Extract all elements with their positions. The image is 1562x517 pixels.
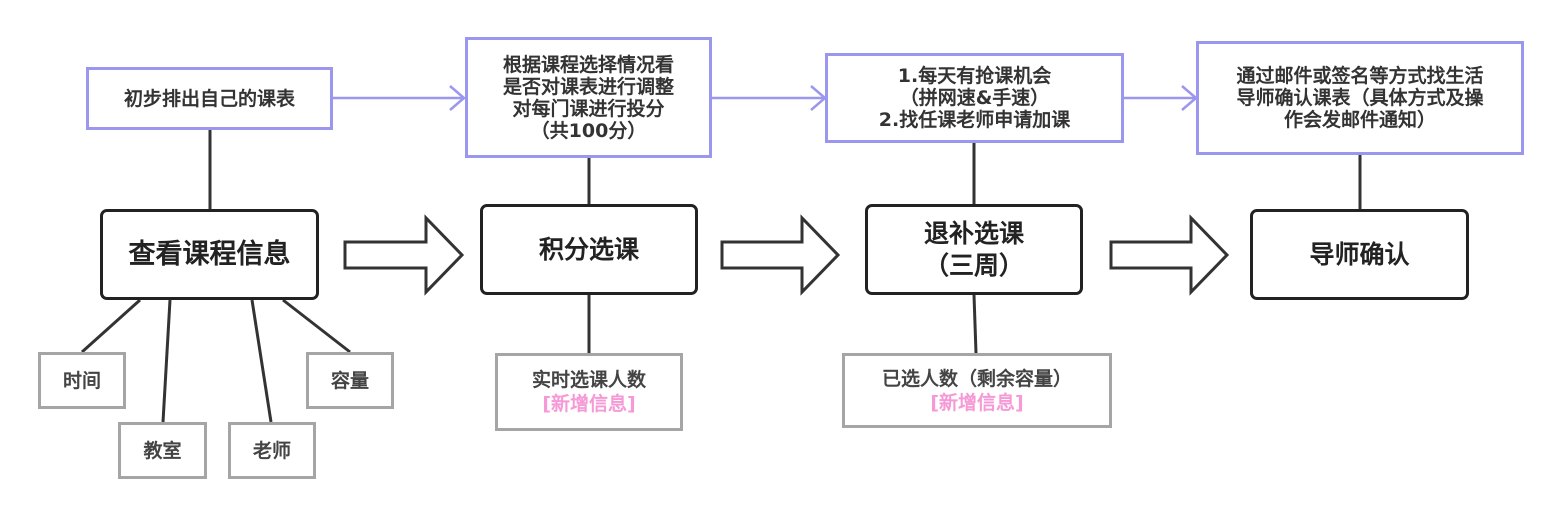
note-text: 作会发邮件通知） <box>1283 109 1436 131</box>
info-label: 时间 <box>62 369 101 392</box>
hollow-arrow-icon <box>720 214 841 296</box>
note-text: 导师确认课表（具体方式及操 <box>1236 87 1484 109</box>
info-capacity: 容量 <box>306 352 394 409</box>
note-text: 对每门课进行投分 <box>512 97 665 120</box>
connector-line <box>282 298 351 354</box>
connector-line <box>250 299 273 423</box>
info-label: 已选人数（剩余容量） <box>881 367 1072 390</box>
info-label: 教室 <box>143 439 182 462</box>
hollow-arrow-icon <box>1109 214 1230 296</box>
hollow-arrow-icon <box>343 214 465 296</box>
note-add-drop-tips: 1.每天有抢课机会 （拼网速&手速） 2.找任课老师申请加课 <box>825 53 1124 143</box>
stage-points-selection: 积分选课 <box>480 204 698 295</box>
stage-label: （三周） <box>923 250 1024 280</box>
info-teacher: 老师 <box>228 422 316 479</box>
note-text: 通过邮件或签名等方式找生活 <box>1236 65 1484 87</box>
note-text: （共100分） <box>530 119 647 142</box>
stage-advisor-confirmation: 导师确认 <box>1250 209 1469 300</box>
note-text: 1.每天有抢课机会 <box>897 65 1052 87</box>
stage-label: 积分选课 <box>538 234 639 264</box>
purple-arrow-icon <box>711 85 827 111</box>
stage-label: 查看课程信息 <box>128 238 291 270</box>
purple-arrow-icon <box>333 85 466 111</box>
info-label: 容量 <box>330 369 369 392</box>
stage-label: 退补选课 <box>923 218 1024 248</box>
purple-arrow-icon <box>1124 85 1198 111</box>
info-label: 实时选课人数 <box>531 369 646 391</box>
note-adjust-and-bid: 根据课程选择情况看 是否对课表进行调整 对每门课进行投分 （共100分） <box>465 37 712 158</box>
new-info-tag: [新增信息] <box>542 393 636 415</box>
stage-add-drop: 退补选课 （三周） <box>865 204 1083 295</box>
note-text: 2.找任课老师申请加课 <box>878 109 1071 131</box>
stage-label: 导师确认 <box>1309 239 1410 269</box>
connector-line <box>161 299 172 423</box>
info-label: 老师 <box>252 439 291 462</box>
connector-line <box>972 294 978 354</box>
info-time: 时间 <box>38 352 126 409</box>
info-selected-count: 已选人数（剩余容量） [新增信息] <box>842 353 1112 428</box>
note-text: 初步排出自己的课表 <box>123 87 295 110</box>
note-draft-schedule: 初步排出自己的课表 <box>86 67 333 130</box>
note-text: 根据课程选择情况看 <box>502 53 674 76</box>
note-text: （拼网速&手速） <box>899 87 1050 109</box>
new-info-tag: [新增信息] <box>930 391 1024 414</box>
note-text: 是否对课表进行调整 <box>502 75 674 98</box>
info-realtime-count: 实时选课人数 [新增信息] <box>495 353 683 431</box>
note-advisor-confirm: 通过邮件或签名等方式找生活 导师确认课表（具体方式及操 作会发邮件通知） <box>1196 41 1524 155</box>
info-classroom: 教室 <box>118 422 207 479</box>
connector-line <box>80 298 142 354</box>
stage-view-course-info: 查看课程信息 <box>100 209 319 300</box>
